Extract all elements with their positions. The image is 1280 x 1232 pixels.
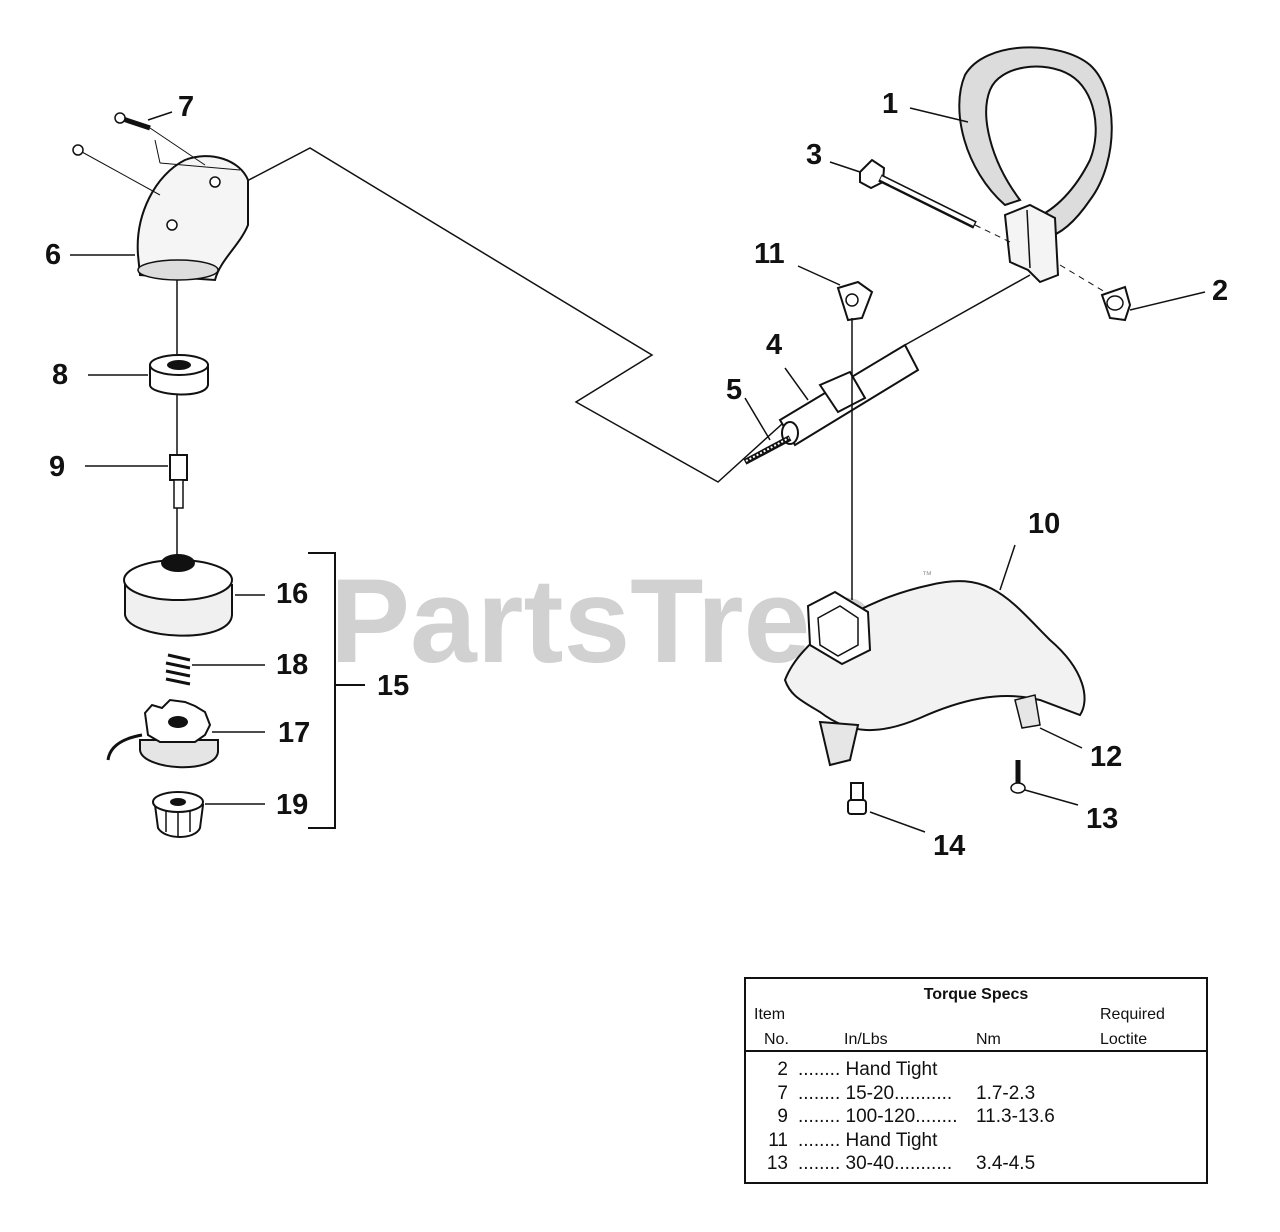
callout-13: 13 xyxy=(1086,803,1118,835)
callout-6: 6 xyxy=(45,239,61,271)
spool xyxy=(106,698,219,769)
torque-rows: 2 ........ Hand Tight 7 ........ 15-20..… xyxy=(746,1059,1206,1177)
row-item: 7 xyxy=(777,1082,788,1104)
spacer xyxy=(169,454,188,509)
callout-7: 7 xyxy=(178,91,194,123)
shield-screw xyxy=(1010,760,1026,794)
table-row: 9 ........ 100-120........ 11.3-13.6 xyxy=(746,1106,1206,1130)
tap-knob xyxy=(152,791,205,838)
trimmer-head-hub xyxy=(123,554,233,637)
callout-12: 12 xyxy=(1090,741,1122,773)
callout-3: 3 xyxy=(806,139,822,171)
table-row: 2 ........ Hand Tight xyxy=(746,1059,1206,1083)
handle-bolt xyxy=(859,158,1011,243)
spring xyxy=(165,653,191,686)
callout-19: 19 xyxy=(276,789,308,821)
torque-specs-table: Torque Specs Item No. In/Lbs Nm Required… xyxy=(744,977,1208,1184)
callout-4: 4 xyxy=(766,329,782,361)
header-rule xyxy=(746,1050,1206,1052)
gear-head xyxy=(136,155,249,282)
row-nm: 1.7-2.3 xyxy=(976,1082,1036,1104)
handle-wing-nut xyxy=(1059,264,1132,322)
callout-17: 17 xyxy=(278,717,310,749)
trimmer-shield xyxy=(783,580,1086,767)
loop-handle xyxy=(958,46,1113,284)
callout-10: 10 xyxy=(1028,508,1060,540)
table-row: 11 ........ Hand Tight xyxy=(746,1130,1206,1154)
bearing xyxy=(149,354,209,396)
row-inlbs: ........ 15-20........... xyxy=(798,1082,953,1104)
row-item: 13 xyxy=(766,1153,788,1174)
shaft-clamp xyxy=(778,343,920,447)
callout-18: 18 xyxy=(276,649,308,681)
callout-2: 2 xyxy=(1212,275,1228,307)
callout-15: 15 xyxy=(377,670,409,702)
header-no: No. xyxy=(764,1031,789,1048)
callout-14: 14 xyxy=(933,830,965,862)
gear-head-screws xyxy=(72,112,241,196)
table-row: 7 ........ 15-20........... 1.7-2.3 xyxy=(746,1083,1206,1107)
clamp-wing-nut xyxy=(836,280,874,322)
trademark-mark: ™ xyxy=(922,570,932,581)
row-item: 11 xyxy=(768,1129,788,1151)
row-inlbs: ........ Hand Tight xyxy=(798,1059,938,1080)
callout-16: 16 xyxy=(276,578,308,610)
shaft-tube-upper xyxy=(904,274,1031,346)
header-item: Item xyxy=(754,1006,786,1023)
callout-1: 1 xyxy=(882,88,898,120)
row-inlbs: ........ Hand Tight xyxy=(798,1129,938,1151)
table-row: 13 ........ 30-40........... 3.4-4.5 xyxy=(746,1153,1206,1177)
row-item: 9 xyxy=(777,1106,788,1127)
assembly-bracket xyxy=(308,552,336,829)
shaft-outline xyxy=(244,147,793,483)
callout-11: 11 xyxy=(754,238,785,270)
callout-8: 8 xyxy=(52,359,68,391)
callout-5: 5 xyxy=(726,374,742,406)
torque-table-title: Torque Specs xyxy=(923,986,1029,1003)
row-inlbs: ........ 100-120........ xyxy=(798,1106,958,1127)
clamp-screw xyxy=(743,435,792,465)
shield-bolt xyxy=(847,782,867,815)
row-item: 2 xyxy=(777,1059,788,1080)
header-required: Required xyxy=(1100,1006,1165,1023)
callout-9: 9 xyxy=(49,451,65,483)
row-nm: 3.4-4.5 xyxy=(976,1153,1036,1174)
watermark: PartsTree xyxy=(330,554,877,688)
header-loctite: Loctite xyxy=(1100,1031,1148,1048)
header-nm: Nm xyxy=(976,1031,1001,1048)
row-nm: 11.3-13.6 xyxy=(976,1106,1055,1127)
header-inlbs: In/Lbs xyxy=(844,1031,888,1048)
row-inlbs: ........ 30-40........... xyxy=(798,1153,953,1174)
